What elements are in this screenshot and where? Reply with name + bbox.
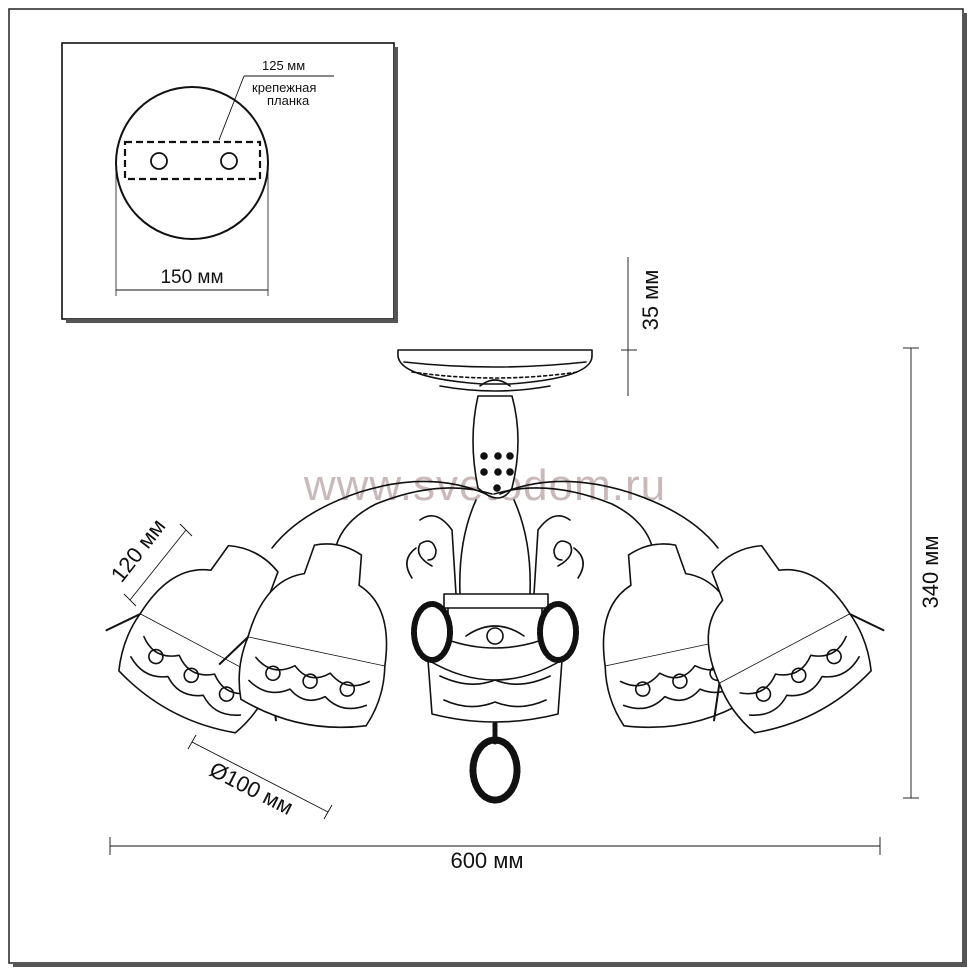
bead-ring-left bbox=[411, 601, 453, 663]
total-width-label: 600 мм bbox=[450, 848, 523, 873]
mount-bar-label-line1: крепежная bbox=[252, 80, 316, 95]
page-frame bbox=[8, 8, 967, 967]
mounting-inset: 125 мм крепежная планка 150 мм bbox=[61, 42, 398, 323]
bead-ring-right bbox=[537, 601, 579, 663]
ceiling-canopy bbox=[397, 349, 593, 392]
scroll-ornaments bbox=[406, 540, 584, 579]
canopy-height-label: 35 мм bbox=[638, 270, 663, 331]
shade-height-label: 120 мм bbox=[106, 514, 171, 587]
lamp-arms bbox=[271, 480, 719, 595]
central-stem bbox=[472, 395, 519, 499]
total-height-label: 340 мм bbox=[918, 535, 943, 608]
mount-spacing-label: 125 мм bbox=[262, 58, 305, 73]
dimension-lines bbox=[109, 257, 919, 855]
canopy-plate-circle bbox=[115, 86, 269, 240]
mounting-hole-right bbox=[220, 152, 238, 170]
central-hub bbox=[427, 593, 563, 723]
plate-diameter-label: 150 мм bbox=[160, 267, 223, 288]
mount-bar-label-line2: планка bbox=[267, 93, 310, 108]
chandelier bbox=[105, 349, 885, 804]
bead-pendant bbox=[469, 721, 521, 804]
shade-diameter-label: Ø100 мм bbox=[206, 757, 298, 820]
shade-far-right bbox=[707, 544, 885, 734]
shade-left bbox=[218, 543, 388, 729]
mounting-bar bbox=[123, 140, 262, 181]
mounting-hole-left bbox=[150, 152, 168, 170]
